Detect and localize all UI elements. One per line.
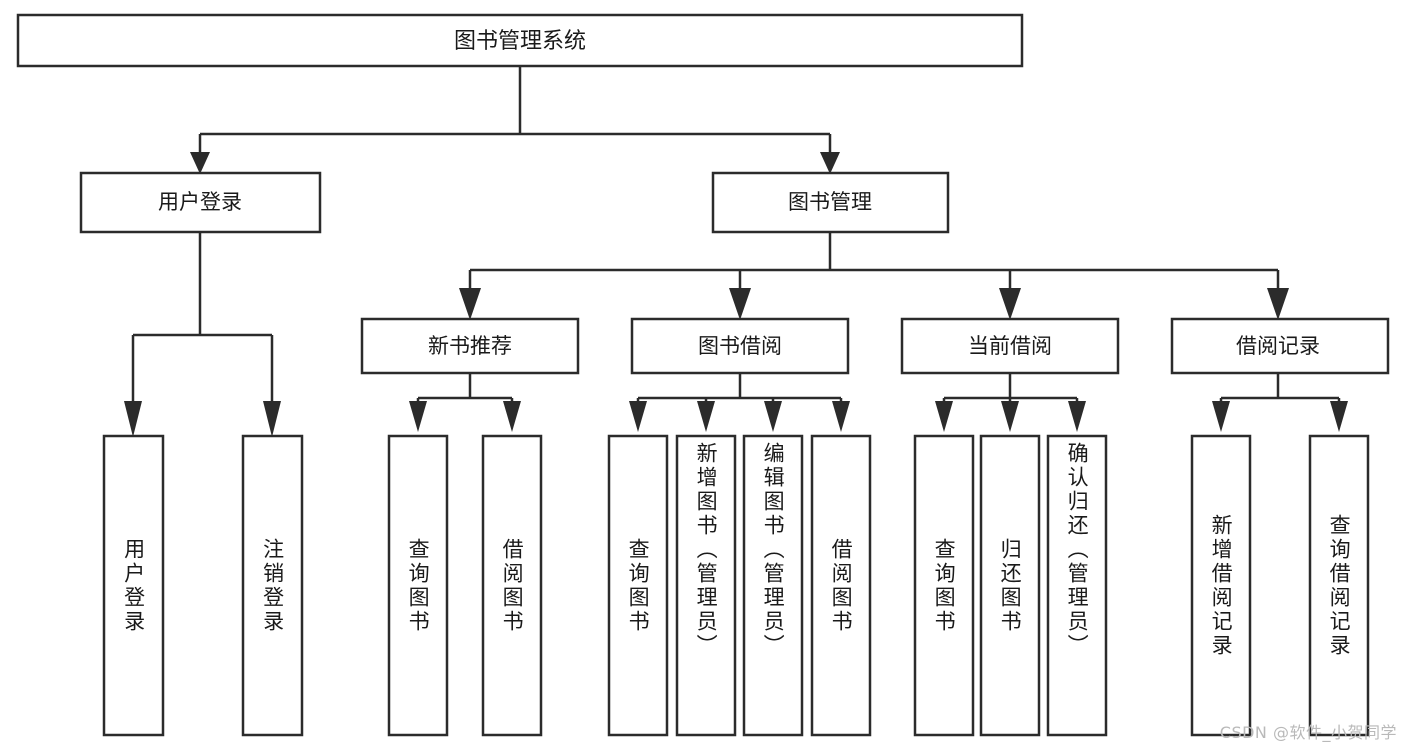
- node-leaf-11[interactable]: [1046, 434, 1108, 737]
- node-root-system-label: 图书管理系统: [454, 29, 586, 54]
- node-current-borrow[interactable]: [900, 317, 1120, 375]
- node-new-book-recommend[interactable]: [360, 317, 580, 375]
- arrowhead-leaf-2: [263, 401, 281, 437]
- node-leaf-12[interactable]: [1190, 434, 1252, 737]
- node-leaf-1[interactable]: [102, 434, 165, 737]
- node-leaf-13[interactable]: [1308, 434, 1370, 737]
- node-leaf-9[interactable]: [913, 434, 975, 737]
- node-leaf-3[interactable]: [387, 434, 449, 737]
- arrowhead-user-login: [190, 152, 210, 174]
- arrowhead-leaf-4: [503, 401, 521, 432]
- node-current-borrow-label: 当前借阅: [968, 334, 1052, 358]
- watermark-label: CSDN @软件_小贺同学: [1219, 723, 1397, 742]
- arrowhead-leaf-1: [124, 401, 142, 437]
- node-borrow-record[interactable]: [1170, 317, 1390, 375]
- node-leaf-6[interactable]: [675, 434, 737, 737]
- arrowhead-leaf-5: [629, 401, 647, 432]
- arrowhead-borrow-record: [1267, 288, 1289, 320]
- node-leaf-7[interactable]: [742, 434, 804, 737]
- node-book-borrow-label: 图书借阅: [698, 334, 782, 358]
- node-book-borrow[interactable]: [630, 317, 850, 375]
- arrowhead-leaf-3: [409, 401, 427, 432]
- arrowhead-layer: [124, 152, 1348, 437]
- arrowhead-leaf-11: [1068, 401, 1086, 432]
- node-user-login-label: 用户登录: [158, 190, 242, 214]
- arrowhead-leaf-12: [1212, 401, 1230, 432]
- node-leaf-4[interactable]: [481, 434, 543, 737]
- arrowhead-current-borrow: [999, 288, 1021, 320]
- label-layer: 图书管理系统 用户登录 图书管理 新书推荐 图书借阅 当前借阅 借阅记录: [158, 29, 1320, 358]
- node-leaf-10[interactable]: [979, 434, 1041, 737]
- arrowhead-leaf-13: [1330, 401, 1348, 432]
- node-borrow-record-label: 借阅记录: [1236, 334, 1320, 358]
- arrowhead-leaf-6: [697, 401, 715, 432]
- arrowhead-book-borrow: [729, 288, 751, 320]
- arrowhead-new-book: [459, 288, 481, 320]
- node-book-manage-label: 图书管理: [788, 190, 872, 214]
- arrowhead-book-manage: [820, 152, 840, 174]
- node-root-system[interactable]: [16, 13, 1024, 68]
- node-leaf-5[interactable]: [607, 434, 669, 737]
- node-leaf-8[interactable]: [810, 434, 872, 737]
- arrowhead-leaf-7: [764, 401, 782, 432]
- arrowhead-leaf-8: [832, 401, 850, 432]
- arrowhead-leaf-9: [935, 401, 953, 432]
- node-book-manage[interactable]: [711, 171, 950, 234]
- node-layer: [16, 13, 1390, 737]
- node-user-login[interactable]: [79, 171, 322, 234]
- node-leaf-2[interactable]: [241, 434, 304, 737]
- arrowhead-leaf-10: [1001, 401, 1019, 432]
- node-new-book-recommend-label: 新书推荐: [428, 334, 512, 358]
